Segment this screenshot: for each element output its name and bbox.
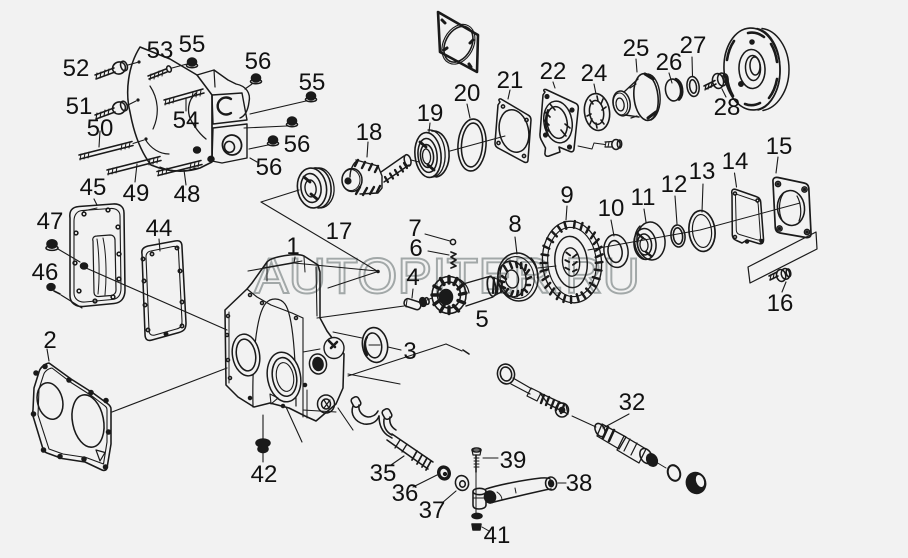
svg-text:56: 56	[284, 131, 311, 158]
svg-text:56: 56	[245, 48, 272, 75]
svg-text:5: 5	[475, 306, 488, 333]
svg-text:12: 12	[661, 171, 688, 198]
svg-text:54: 54	[173, 107, 200, 134]
svg-text:2: 2	[43, 327, 56, 354]
svg-text:8: 8	[508, 211, 521, 238]
svg-text:10: 10	[598, 195, 625, 222]
svg-text:41: 41	[484, 522, 511, 549]
svg-text:32: 32	[619, 389, 646, 416]
svg-text:46: 46	[32, 259, 59, 286]
svg-text:27: 27	[680, 32, 707, 59]
svg-text:48: 48	[174, 181, 201, 208]
svg-text:45: 45	[80, 174, 107, 201]
svg-text:38: 38	[566, 470, 593, 497]
svg-text:17: 17	[326, 218, 353, 245]
svg-text:55: 55	[179, 31, 206, 58]
svg-text:13: 13	[689, 158, 716, 185]
svg-text:19: 19	[417, 100, 444, 127]
svg-text:53: 53	[147, 37, 174, 64]
svg-text:18: 18	[356, 119, 383, 146]
svg-text:44: 44	[146, 215, 173, 242]
svg-text:3: 3	[403, 338, 416, 365]
svg-text:39: 39	[500, 447, 527, 474]
svg-text:55: 55	[299, 69, 326, 96]
svg-text:21: 21	[497, 67, 524, 94]
svg-text:47: 47	[37, 208, 64, 235]
svg-text:4: 4	[406, 264, 419, 291]
svg-text:11: 11	[631, 184, 656, 211]
svg-text:37: 37	[419, 497, 446, 524]
svg-text:22: 22	[540, 58, 567, 85]
svg-text:1: 1	[286, 233, 299, 260]
svg-text:26: 26	[656, 49, 683, 76]
svg-text:14: 14	[722, 148, 749, 175]
svg-text:56: 56	[256, 154, 283, 181]
svg-text:49: 49	[123, 180, 150, 207]
svg-text:25: 25	[623, 35, 650, 62]
svg-text:35: 35	[370, 460, 397, 487]
svg-text:20: 20	[454, 80, 481, 107]
svg-text:28: 28	[714, 94, 741, 121]
svg-text:51: 51	[66, 93, 93, 120]
svg-text:7: 7	[408, 215, 421, 242]
svg-text:36: 36	[392, 480, 419, 507]
svg-text:16: 16	[767, 290, 794, 317]
svg-text:9: 9	[560, 182, 573, 209]
svg-text:15: 15	[766, 133, 793, 160]
svg-text:50: 50	[87, 115, 114, 142]
svg-text:42: 42	[251, 461, 278, 488]
svg-text:6: 6	[409, 235, 422, 262]
svg-text:24: 24	[581, 60, 608, 87]
svg-text:52: 52	[63, 55, 90, 82]
